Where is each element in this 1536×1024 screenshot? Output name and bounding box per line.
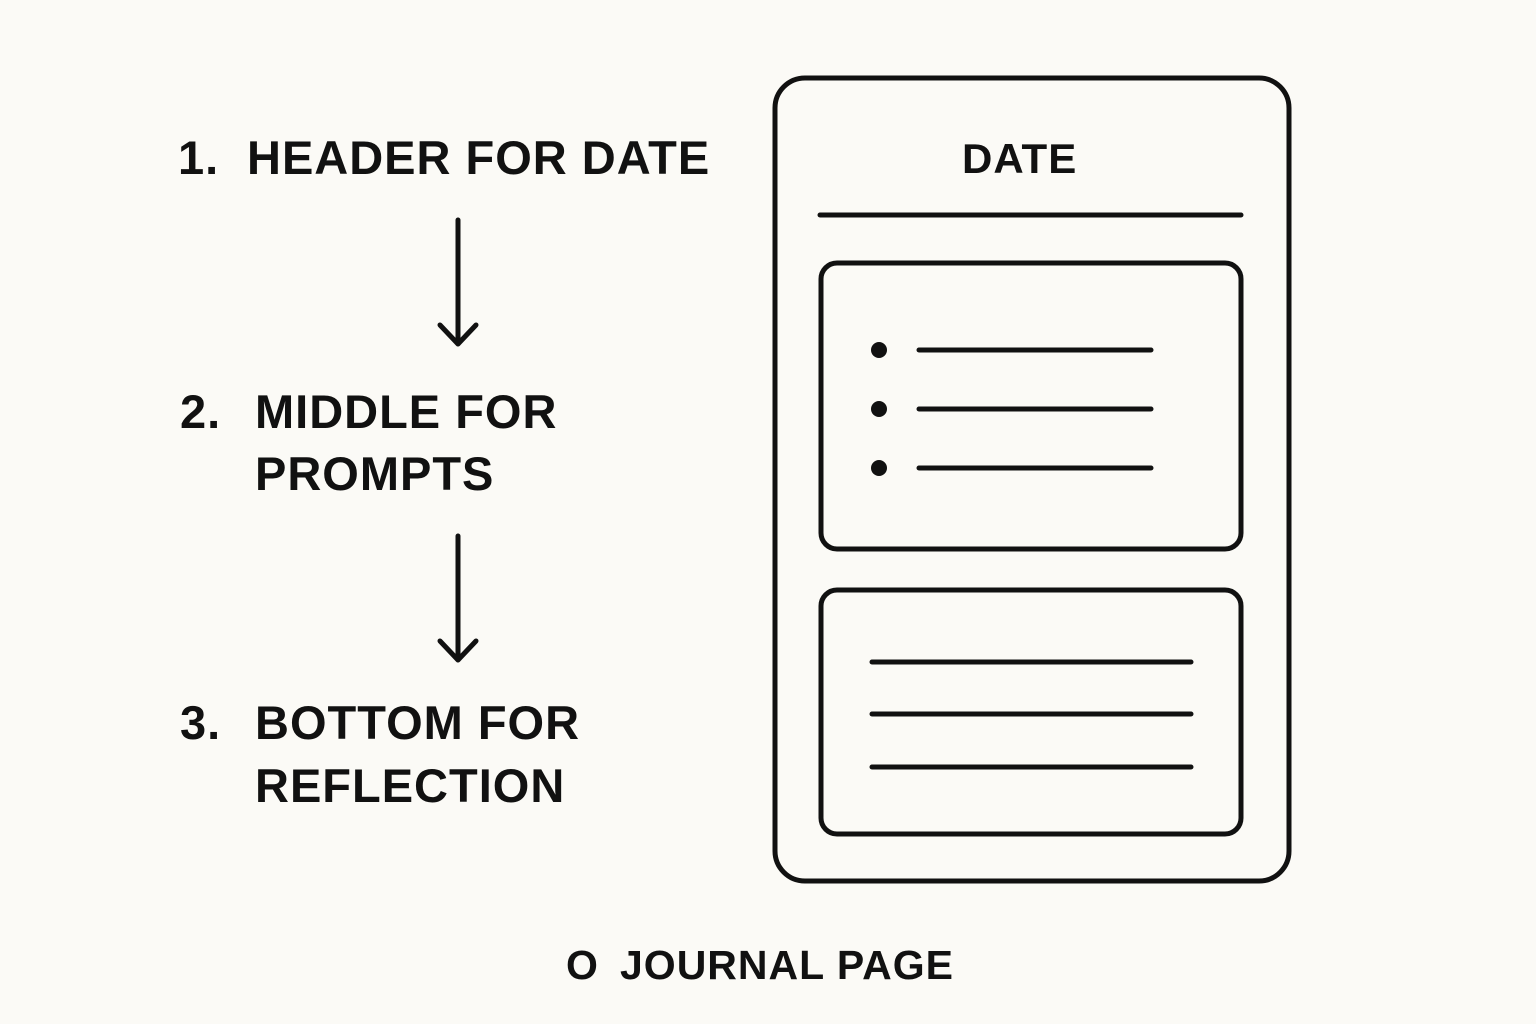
step-1-label: HEADER FOR DATE xyxy=(247,131,711,184)
journal-page-outline xyxy=(772,75,1292,884)
caption-marker: O xyxy=(566,942,599,988)
step-1-number: 1. xyxy=(178,131,220,184)
reflection-box xyxy=(818,587,1244,837)
prompts-box xyxy=(818,260,1244,552)
step-2-number: 2. xyxy=(180,385,222,438)
step-3-number: 3. xyxy=(180,696,222,749)
bullet-icon xyxy=(871,342,887,358)
prompt-bullets xyxy=(871,342,887,476)
step-2-label-line-2: PROMPTS xyxy=(255,447,495,500)
bullet-icon xyxy=(871,401,887,417)
step-3-label-line-2: REFLECTION xyxy=(255,759,566,812)
arrow-down-icon-1 xyxy=(437,217,479,347)
reflection-lines xyxy=(869,659,1194,770)
step-3-label-line-1: BOTTOM FOR xyxy=(255,696,581,749)
caption-text: JOURNAL PAGE xyxy=(620,942,954,988)
bullet-icon xyxy=(871,460,887,476)
arrow-down-icon-2 xyxy=(437,533,479,663)
step-2-label-line-1: MIDDLE FOR xyxy=(255,385,558,438)
prompt-lines xyxy=(916,347,1154,471)
page-header-date: DATE xyxy=(962,135,1078,182)
